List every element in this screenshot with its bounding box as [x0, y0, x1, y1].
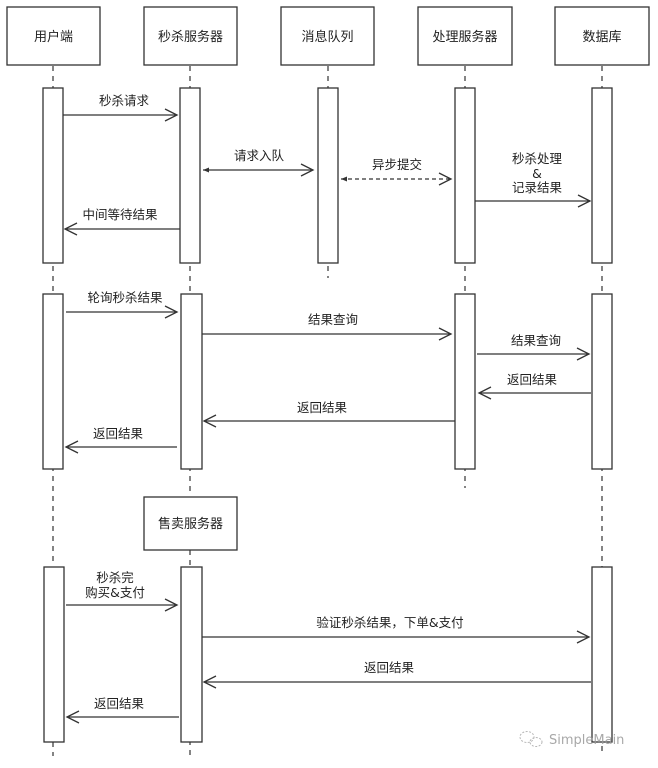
message-db-return-result-final: 返回结果 — [202, 660, 591, 689]
message-verify-order-pay: 验证秒杀结果，下单&支付 — [202, 615, 591, 644]
message-seckill-return-result: 返回结果 — [64, 426, 177, 454]
message-processor-return-result: 返回结果 — [202, 400, 455, 428]
message-label: & — [532, 166, 542, 181]
activation-user-2 — [42, 293, 64, 470]
message-purchase-and-pay: 秒杀完 购买&支付 — [66, 570, 179, 612]
message-label: 购买&支付 — [85, 585, 145, 600]
message-label: 秒杀处理 — [512, 151, 563, 166]
message-label: 记录结果 — [512, 180, 563, 195]
message-label: 返回结果 — [364, 660, 415, 675]
message-label: 返回结果 — [93, 426, 144, 441]
participant-database[interactable]: 数据库 — [554, 6, 650, 66]
message-async-submit: 异步提交 — [341, 157, 453, 186]
message-poll-result: 轮询秒杀结果 — [66, 290, 179, 319]
message-label: 中间等待结果 — [82, 207, 158, 222]
message-enqueue-request: 请求入队 — [203, 148, 315, 177]
message-label: 轮询秒杀结果 — [87, 290, 163, 305]
participant-message-queue[interactable]: 消息队列 — [280, 6, 375, 66]
message-label: 异步提交 — [372, 157, 422, 172]
activation-processor-1 — [454, 87, 476, 264]
participant-label: 秒杀服务器 — [158, 29, 223, 45]
activation-user-3 — [43, 566, 65, 743]
message-label: 结果查询 — [308, 312, 358, 327]
message-label: 结果查询 — [511, 333, 561, 348]
activation-db-3 — [591, 566, 613, 743]
participant-processing-server[interactable]: 处理服务器 — [417, 6, 513, 66]
participant-sales-server[interactable]: 售卖服务器 — [143, 496, 238, 551]
message-label: 返回结果 — [297, 400, 348, 415]
participant-label: 消息队列 — [301, 29, 353, 45]
activation-processor-2 — [454, 293, 476, 470]
message-process-and-record: 秒杀处理 & 记录结果 — [475, 151, 592, 208]
activation-seckill-1 — [179, 87, 201, 264]
message-label: 秒杀完 — [96, 570, 134, 585]
message-label: 秒杀请求 — [99, 93, 150, 108]
message-intermediate-wait: 中间等待结果 — [63, 207, 180, 236]
activation-bars — [42, 87, 613, 743]
activation-queue-1 — [317, 87, 339, 264]
watermark-text: SimpleMain — [549, 733, 624, 748]
participant-seckill-server[interactable]: 秒杀服务器 — [143, 6, 238, 66]
message-label: 请求入队 — [234, 148, 285, 163]
participant-label: 用户端 — [34, 29, 73, 45]
activation-db-2 — [591, 293, 613, 470]
activation-sales-3 — [180, 566, 203, 743]
message-label: 验证秒杀结果，下单&支付 — [316, 615, 463, 630]
message-query-result-to-db: 结果查询 — [477, 333, 591, 361]
watermark: SimpleMain — [519, 731, 624, 748]
activation-user-1 — [42, 87, 64, 264]
message-sales-return-result: 返回结果 — [65, 696, 179, 724]
message-label: 返回结果 — [507, 372, 558, 387]
message-db-return-result: 返回结果 — [477, 372, 591, 400]
participant-label: 售卖服务器 — [158, 516, 223, 532]
message-label: 返回结果 — [94, 696, 145, 711]
message-seckill-request: 秒杀请求 — [63, 93, 179, 122]
activation-db-1 — [591, 87, 613, 264]
message-query-result-to-processor: 结果查询 — [202, 312, 453, 341]
participant-label: 处理服务器 — [432, 29, 497, 45]
participant-user[interactable]: 用户端 — [6, 6, 101, 66]
participant-label: 数据库 — [582, 29, 621, 45]
wechat-icon — [519, 731, 543, 747]
activation-seckill-2 — [180, 293, 203, 470]
